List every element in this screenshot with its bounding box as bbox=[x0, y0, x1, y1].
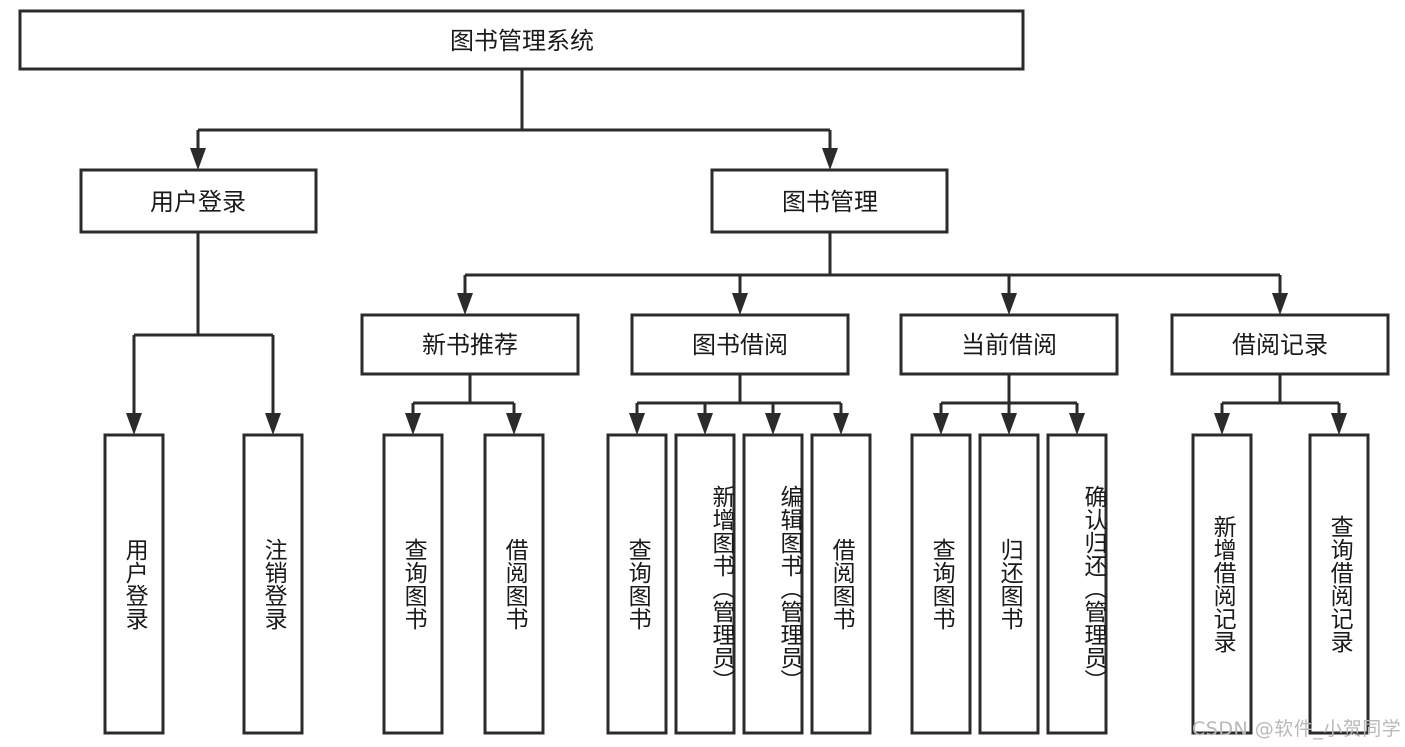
leaf-add-book-box[interactable] bbox=[674, 433, 736, 735]
arrow-bookborrow-leaf-4 bbox=[833, 413, 849, 435]
leaf-query-book-2-box[interactable] bbox=[606, 433, 668, 735]
node-root-box[interactable] bbox=[18, 9, 1025, 71]
arrow-borrowrecord-leaf-2 bbox=[1331, 413, 1347, 435]
arrow-currentborrow-leaf-1 bbox=[933, 413, 949, 435]
leaf-query-record-box[interactable] bbox=[1308, 433, 1370, 735]
leaf-confirm-return-box[interactable] bbox=[1046, 433, 1108, 735]
arrow-root-to-user-login bbox=[190, 148, 206, 170]
connector-layer bbox=[126, 69, 1347, 435]
arrow-bookborrow-leaf-2 bbox=[697, 413, 713, 435]
arrow-currentborrow-leaf-2 bbox=[1001, 413, 1017, 435]
leaf-user-logout-box[interactable] bbox=[242, 433, 304, 735]
leaf-user-login-box[interactable] bbox=[103, 433, 165, 735]
node-new-book-recommend-label: 新书推荐 bbox=[422, 331, 518, 359]
arrow-to-current-borrow bbox=[1001, 293, 1017, 315]
node-user-login-box[interactable] bbox=[79, 168, 318, 234]
node-user-login-label: 用户登录 bbox=[150, 188, 246, 216]
arrow-root-to-book-manage bbox=[822, 148, 838, 170]
node-book-manage-box[interactable] bbox=[710, 168, 949, 234]
leaf-layer bbox=[103, 433, 1370, 735]
node-borrow-record-box[interactable] bbox=[1170, 313, 1390, 376]
arrow-bookborrow-leaf-3 bbox=[765, 413, 781, 435]
node-current-borrow-label: 当前借阅 bbox=[961, 331, 1057, 359]
arrow-newbook-leaf-2 bbox=[506, 413, 522, 435]
node-layer: 图书管理系统 用户登录 图书管理 新书推荐 图书借阅 当前借阅 借阅记录 bbox=[18, 9, 1390, 376]
arrow-userlogin-leaf-2 bbox=[265, 413, 281, 435]
leaf-add-record-box[interactable] bbox=[1191, 433, 1253, 735]
arrow-to-new-book-recommend bbox=[457, 293, 473, 315]
arrow-to-borrow-record bbox=[1272, 293, 1288, 315]
arrow-borrowrecord-leaf-1 bbox=[1214, 413, 1230, 435]
arrow-newbook-leaf-1 bbox=[405, 413, 421, 435]
node-book-manage-label: 图书管理 bbox=[782, 188, 878, 216]
arrow-currentborrow-leaf-3 bbox=[1069, 413, 1085, 435]
node-borrow-record-label: 借阅记录 bbox=[1232, 331, 1328, 359]
node-book-borrow-label: 图书借阅 bbox=[692, 331, 788, 359]
arrow-userlogin-leaf-1 bbox=[126, 413, 142, 435]
leaf-edit-book-box[interactable] bbox=[742, 433, 804, 735]
arrow-bookborrow-leaf-1 bbox=[629, 413, 645, 435]
leaf-return-book-box[interactable] bbox=[978, 433, 1040, 735]
leaf-borrow-book-2-box[interactable] bbox=[810, 433, 872, 735]
node-book-borrow-box[interactable] bbox=[630, 313, 850, 376]
leaf-borrow-book-1-box[interactable] bbox=[483, 433, 545, 735]
node-root-label: 图书管理系统 bbox=[450, 27, 594, 55]
arrow-to-book-borrow bbox=[732, 293, 748, 315]
leaf-query-book-3-box[interactable] bbox=[910, 433, 972, 735]
leaf-query-book-1-box[interactable] bbox=[382, 433, 444, 735]
node-new-book-recommend-box[interactable] bbox=[360, 313, 580, 376]
node-current-borrow-box[interactable] bbox=[899, 313, 1119, 376]
